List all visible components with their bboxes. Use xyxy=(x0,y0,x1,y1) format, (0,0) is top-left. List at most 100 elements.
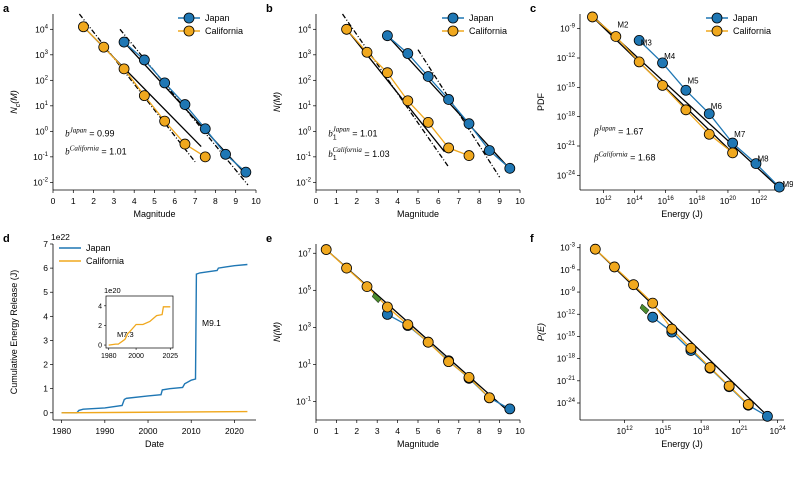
data-point-california xyxy=(320,244,332,255)
x-tick-label: 1016 xyxy=(658,195,675,206)
y-tick-label: 102 xyxy=(298,74,311,85)
fit-annotation: bCalifornia = 1.01 xyxy=(65,144,126,156)
inset-x-tick-label: 1980 xyxy=(101,353,117,360)
data-point-japan xyxy=(443,94,455,105)
x-axis-label: Energy (J) xyxy=(661,439,703,449)
y-axis-label: N(M) xyxy=(272,322,282,342)
data-point-california xyxy=(703,128,715,140)
data-point-california xyxy=(118,63,130,75)
fit-annotation: bJapan = 0.99 xyxy=(65,126,114,138)
fit-annotation: βJapan = 1.67 xyxy=(593,124,643,136)
overlap-marker xyxy=(639,303,650,315)
point-label: M8 xyxy=(758,155,770,164)
x-tick-label: 5 xyxy=(152,196,157,206)
y-tick-label: 103 xyxy=(35,49,48,60)
fit-line xyxy=(594,248,770,418)
y-axis-label: P(E) xyxy=(536,323,546,341)
data-point-japan xyxy=(240,166,252,178)
x-tick-label: 10 xyxy=(515,426,525,436)
data-point-japan xyxy=(483,145,495,156)
data-point-california xyxy=(463,371,475,383)
x-tick-label: 2010 xyxy=(182,426,201,436)
y-tick-label: 10-18 xyxy=(557,111,576,122)
y-tick-label: 0 xyxy=(43,408,48,418)
data-point-japan xyxy=(179,99,191,110)
data-point-california xyxy=(381,301,393,313)
y-tick-label: 10-21 xyxy=(557,140,576,151)
legend-marker xyxy=(183,25,195,37)
x-tick-label: 6 xyxy=(172,196,177,206)
x-tick-label: 0 xyxy=(314,196,319,206)
point-label: M4 xyxy=(664,52,676,61)
x-tick-label: 1 xyxy=(71,196,76,206)
data-point-japan xyxy=(762,410,773,422)
y-tick-label: 10-12 xyxy=(557,308,576,319)
fit-dashed-line xyxy=(78,13,196,163)
y-tick-label: 10-18 xyxy=(557,353,576,364)
data-point-california xyxy=(685,342,697,354)
x-tick-label: 10 xyxy=(515,196,525,206)
axis-offset: 1e22 xyxy=(51,232,70,242)
overlap-marker xyxy=(371,292,382,304)
data-point-california xyxy=(381,67,393,79)
data-point-california xyxy=(341,23,353,35)
x-tick-label: 4 xyxy=(395,196,400,206)
data-point-california xyxy=(402,319,414,330)
data-point-california xyxy=(443,142,455,154)
x-axis-label: Energy (J) xyxy=(661,209,703,219)
legend-label: Japan xyxy=(733,13,758,23)
y-tick-label: 100 xyxy=(298,125,311,136)
x-tick-label: 5 xyxy=(416,426,421,436)
legend-label: California xyxy=(733,26,771,36)
x-axis-label: Date xyxy=(145,439,164,449)
y-tick-label: 10-6 xyxy=(560,264,576,275)
inset-frame xyxy=(105,295,174,349)
x-tick-label: 1014 xyxy=(626,195,643,206)
y-axis-label: N(M) xyxy=(272,92,282,112)
inset-series-line xyxy=(108,306,171,346)
y-tick-label: 103 xyxy=(298,321,311,332)
data-point-japan xyxy=(199,123,211,135)
data-point-japan xyxy=(138,54,150,66)
x-tick-label: 0 xyxy=(314,426,319,436)
data-point-japan xyxy=(463,118,475,130)
data-point-japan xyxy=(504,162,516,174)
data-point-california xyxy=(78,21,89,33)
point-label: M3 xyxy=(641,38,653,47)
x-tick-label: 1012 xyxy=(595,195,612,206)
y-tick-label: 101 xyxy=(298,358,311,369)
y-axis-label: Nc(M) xyxy=(9,90,22,114)
x-tick-label: 6 xyxy=(436,196,441,206)
y-tick-label: 10-2 xyxy=(33,176,49,187)
point-label: M9 xyxy=(782,180,793,189)
inset-point-label: M7.3 xyxy=(117,330,134,339)
x-tick-label: 1024 xyxy=(769,425,786,436)
y-tick-label: 1 xyxy=(43,384,48,394)
legend-label: California xyxy=(469,26,507,36)
x-tick-label: 2 xyxy=(354,426,359,436)
x-tick-label: 8 xyxy=(477,196,482,206)
x-tick-label: 1018 xyxy=(693,425,710,436)
legend-marker xyxy=(711,25,723,37)
x-tick-label: 1012 xyxy=(616,425,633,436)
data-point-japan xyxy=(159,77,171,89)
inset-x-tick-label: 2025 xyxy=(162,353,178,360)
data-point-california xyxy=(159,115,171,127)
data-point-japan xyxy=(633,35,645,46)
x-tick-label: 2020 xyxy=(225,426,244,436)
y-tick-label: 100 xyxy=(35,125,48,136)
panel-letter: f xyxy=(530,233,534,245)
y-tick-label: 10-9 xyxy=(560,286,576,297)
x-axis-label: Magnitude xyxy=(397,439,439,449)
legend-marker xyxy=(183,12,195,24)
data-point-japan xyxy=(220,148,231,160)
y-tick-label: 10-1 xyxy=(296,151,312,162)
x-tick-label: 2 xyxy=(91,196,96,206)
legend-label: Japan xyxy=(469,13,494,23)
inset-axis-offset: 1e20 xyxy=(104,286,121,295)
x-tick-label: 8 xyxy=(213,196,218,206)
data-point-japan xyxy=(402,48,414,59)
